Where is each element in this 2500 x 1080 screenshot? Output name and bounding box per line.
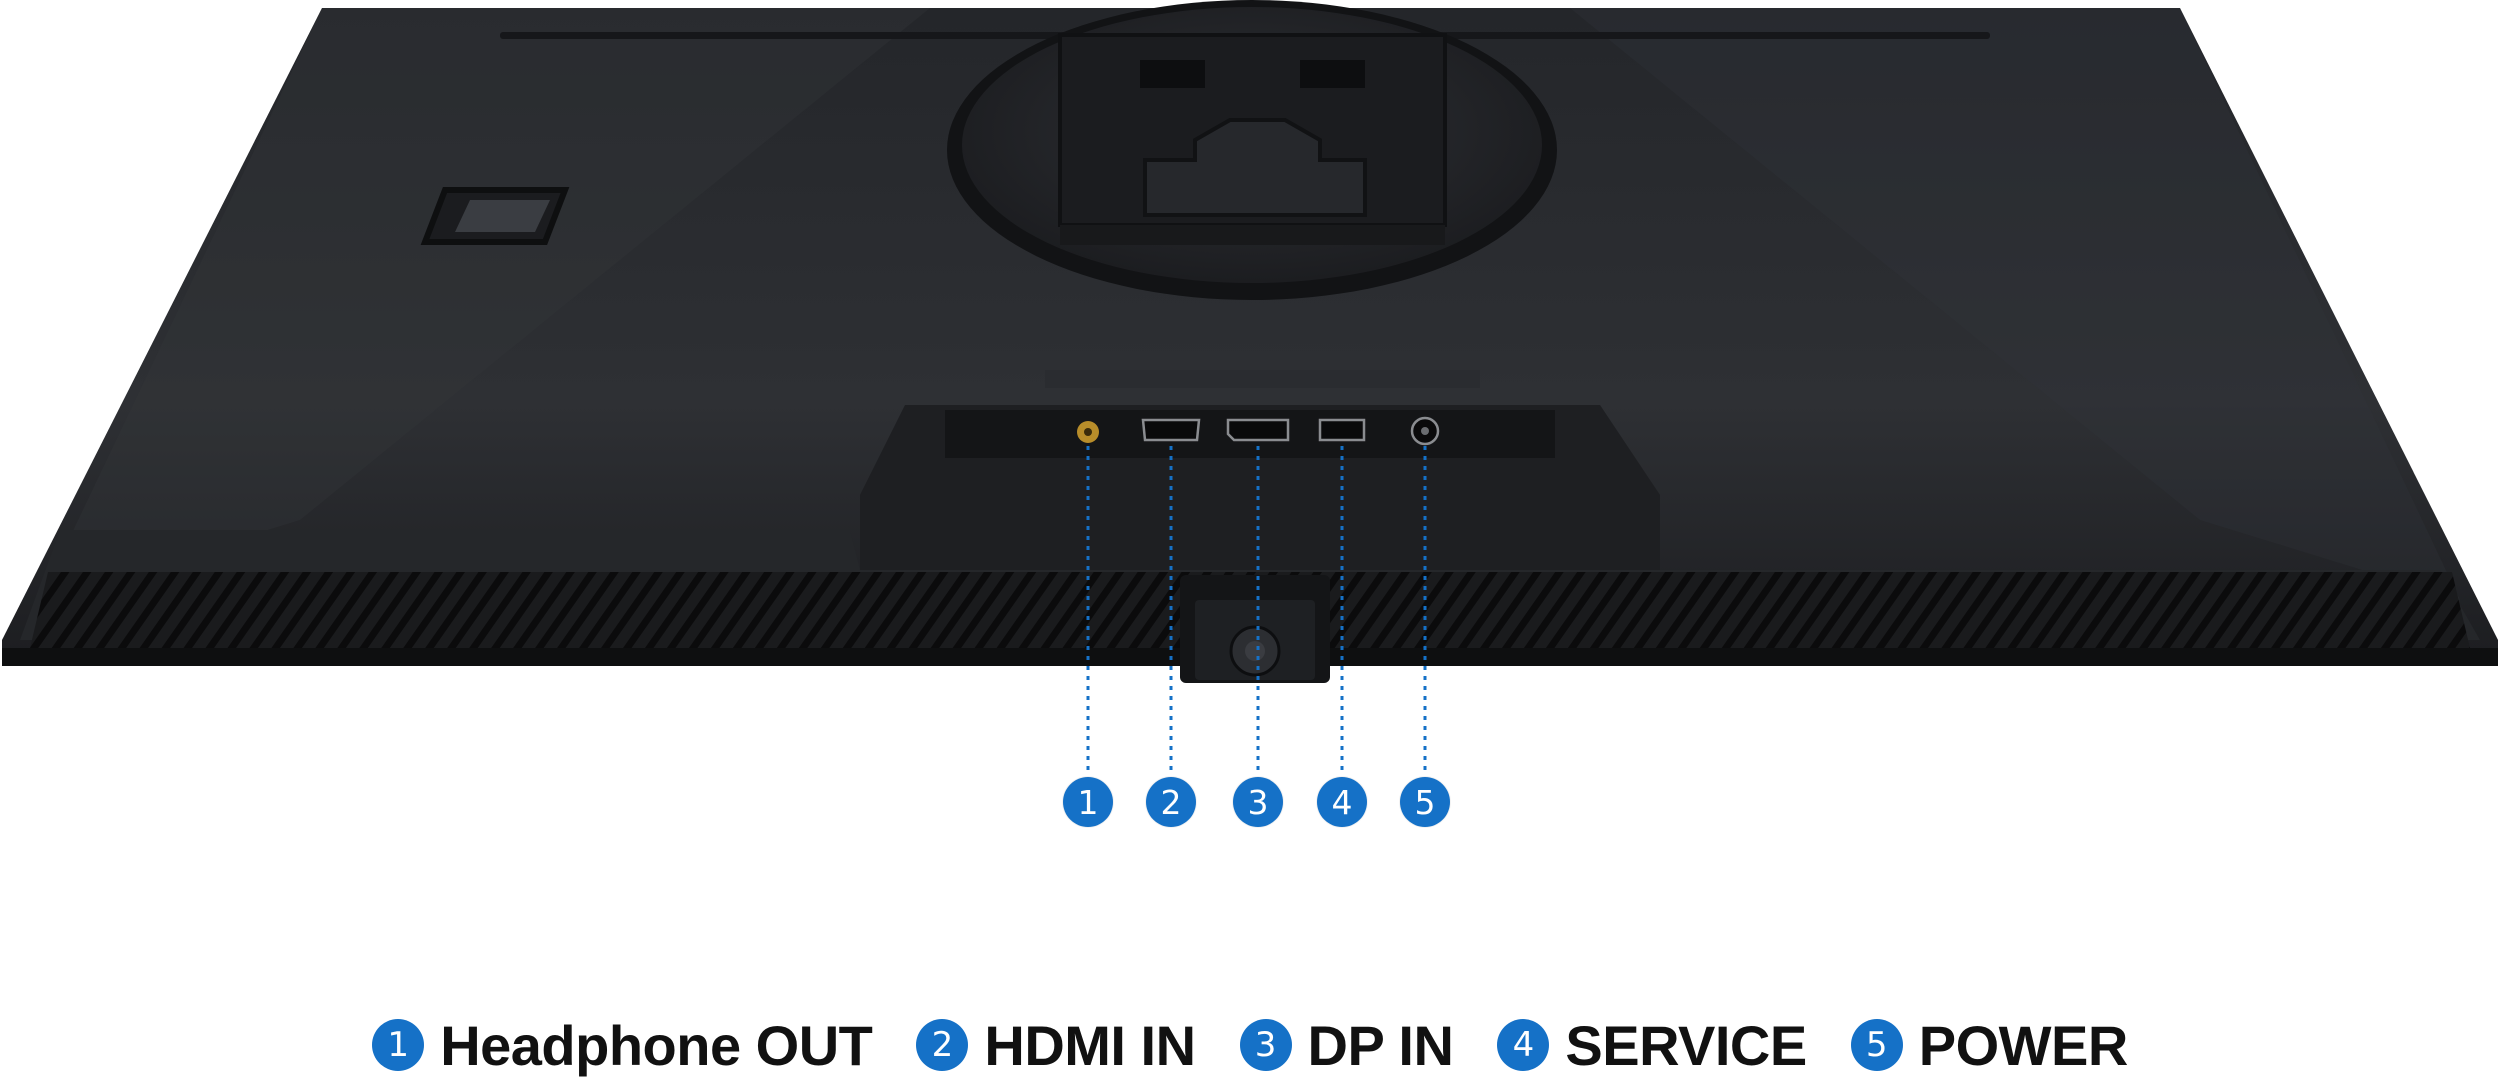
legend-badge-2: 2 [916,1019,969,1071]
legend-item-dp: 3 DP IN [1239,1013,1454,1078]
callout-badge-3: 3 [1233,777,1283,827]
legend-label-dp: DP IN [1307,1013,1454,1077]
power-jack-icon [1410,416,1440,446]
legend-label-headphone: Headphone OUT [440,1013,873,1077]
callout-badge-4: 4 [1317,777,1367,827]
callout-badge-1: 1 [1063,777,1113,827]
hdmi-port-icon [1141,418,1201,442]
legend-label-service: SERVICE [1565,1013,1807,1077]
displayport-icon [1226,418,1290,442]
legend-badge-5: 5 [1850,1019,1903,1071]
headphone-jack-icon [1077,421,1099,443]
callout-badge-2: 2 [1146,777,1196,827]
legend-badge-3: 3 [1239,1019,1292,1071]
brand-logo-icon [420,187,570,245]
usb-service-port-icon [1318,418,1366,442]
port-legend: 1 Headphone OUT 2 HDMI IN 3 DP IN 4 SERV… [0,1010,2500,1080]
legend-badge-4: 4 [1497,1019,1550,1071]
legend-item-service: 4 SERVICE [1497,1013,1807,1078]
stand-mount [947,0,1557,300]
callout-badge-5: 5 [1400,777,1450,827]
monitor-back-panel [2,8,2498,665]
legend-label-hdmi: HDMI IN [984,1013,1196,1077]
legend-label-power: POWER [1918,1013,2129,1077]
legend-item-headphone: 1 Headphone OUT [372,1013,873,1078]
legend-item-hdmi: 2 HDMI IN [916,1013,1196,1078]
joystick-control [1180,575,1330,683]
legend-item-power: 5 POWER [1850,1013,2129,1078]
legend-badge-1: 1 [372,1019,425,1071]
